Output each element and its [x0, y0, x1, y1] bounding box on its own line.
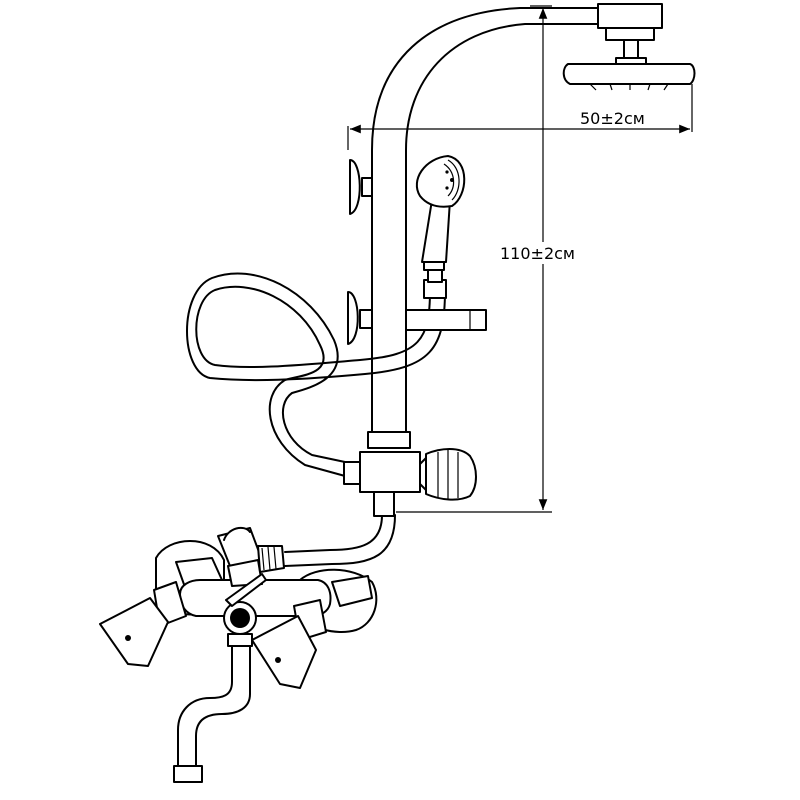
height-dimension-label: 110±2см [500, 244, 575, 263]
spout [173, 633, 253, 783]
diverter [343, 431, 477, 517]
rain-shower-head [562, 3, 696, 91]
mixer-hose [284, 514, 396, 567]
width-dimension-label: 50±2см [580, 109, 645, 128]
upper-wall-bracket [349, 159, 373, 215]
mixer [99, 526, 378, 689]
lower-wall-bracket [347, 291, 487, 345]
hand-shower [415, 155, 466, 299]
height-dimension: 110±2см [396, 5, 600, 513]
shower-hose [186, 272, 446, 477]
width-dimension: 50±2см [347, 84, 693, 150]
